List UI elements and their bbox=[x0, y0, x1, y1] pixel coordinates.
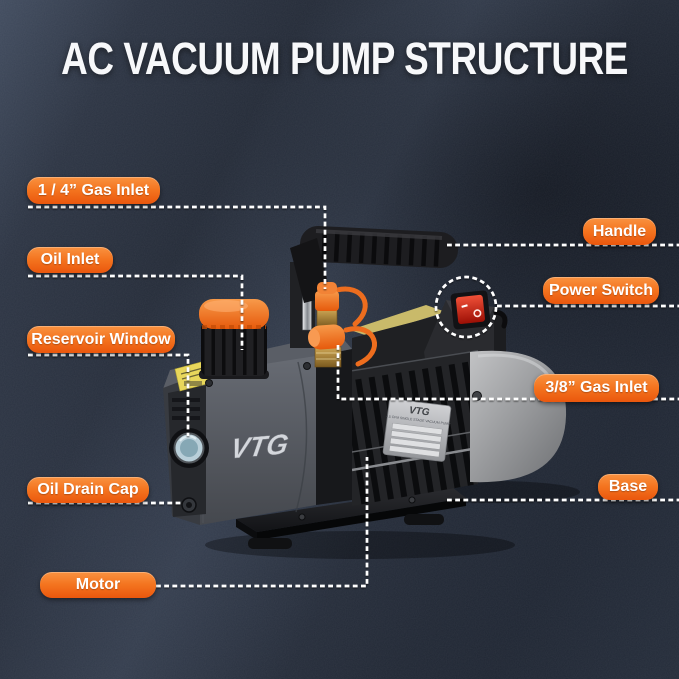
label-oil-inlet: Oil Inlet bbox=[27, 247, 113, 273]
base-foot bbox=[404, 514, 444, 525]
base-foot bbox=[248, 538, 292, 549]
label-handle: Handle bbox=[583, 218, 656, 245]
label-power-switch: Power Switch bbox=[543, 277, 659, 304]
motor-spec-plate: VTG 4.5 CFM SINGLE STAGE VACUUM PUMP bbox=[382, 398, 451, 462]
label-motor: Motor bbox=[40, 572, 156, 598]
connector-oil-inlet bbox=[28, 274, 244, 350]
label-oil-drain-cap: Oil Drain Cap bbox=[27, 477, 149, 503]
gas-inlet-fittings bbox=[308, 282, 377, 368]
pump-base bbox=[236, 487, 466, 549]
connector-motor bbox=[156, 457, 369, 588]
power-switch-highlight-circle bbox=[434, 275, 498, 339]
quarter-inch-fitting bbox=[315, 282, 368, 328]
label-three-eighths-gas-inlet: 3/8” Gas Inlet bbox=[534, 374, 659, 402]
brand-logo-front: VTG bbox=[228, 428, 291, 465]
three-eighths-fitting bbox=[308, 324, 377, 368]
oil-drain-cap bbox=[181, 497, 197, 513]
label-reservoir-window: Reservoir Window bbox=[27, 326, 175, 353]
top-warning-label bbox=[350, 305, 446, 336]
housing-junction bbox=[316, 349, 352, 505]
rocker-switch-red bbox=[455, 294, 485, 324]
oil-inlet-cap bbox=[199, 299, 269, 379]
plate-model-line: 4.5 CFM SINGLE STAGE VACUUM PUMP bbox=[386, 414, 451, 426]
connector-reservoir-window bbox=[28, 353, 190, 436]
front-housing: VTG bbox=[163, 333, 352, 525]
plate-brand-logo: VTG bbox=[408, 405, 430, 418]
label-quarter-gas-inlet: 1 / 4” Gas Inlet bbox=[27, 177, 160, 204]
reservoir-sight-window bbox=[169, 428, 209, 468]
svg-text:VTG: VTG bbox=[228, 428, 290, 465]
label-base: Base bbox=[598, 474, 658, 500]
carry-handle bbox=[290, 226, 458, 303]
power-switch bbox=[450, 290, 491, 330]
cord-grommet bbox=[493, 309, 508, 329]
connector-quarter-gas-inlet bbox=[28, 205, 327, 289]
